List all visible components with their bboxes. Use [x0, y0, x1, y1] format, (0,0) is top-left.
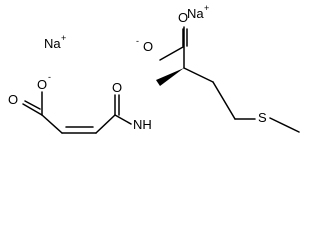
carbonyl-oxygen-alpha: O: [178, 10, 188, 25]
bond-carboxylate-c-o-minus: [159, 46, 184, 61]
sodium-ion-top: Na +: [187, 3, 209, 21]
carboxylate-group-beta: O - O: [8, 72, 51, 116]
carboxylate-oxygen-beta-charge: -: [48, 72, 51, 82]
carboxylate-group-alpha: O O -: [136, 10, 188, 69]
sulfur-atom: S: [258, 110, 267, 125]
amide-nitrogen: NH: [133, 117, 152, 132]
carbonyl-oxygen-beta: O: [8, 92, 18, 107]
sodium-ion-left-symbol: Na: [44, 36, 61, 51]
carboxylate-oxygen-beta: O: [37, 77, 47, 92]
bond-ca-cb: [183, 67, 214, 83]
bond-s-methyl: [269, 117, 300, 133]
bond-carbonyl-alkene: [95, 114, 116, 134]
stereo-wedge-bond: [156, 68, 184, 86]
sodium-ion-left: Na +: [44, 33, 66, 51]
bond-cb-cg: [212, 81, 236, 120]
carboxylate-oxygen-alpha: O: [143, 39, 153, 54]
methionine-side-chain: S: [183, 67, 300, 133]
sodium-ion-top-symbol: Na: [187, 6, 204, 21]
amide-oxygen: O: [112, 80, 122, 95]
sodium-ion-top-charge: +: [204, 3, 209, 13]
chemical-structure: Na + Na + O O - S NH O: [8, 3, 300, 134]
bond-n-carbonyl-c: [114, 114, 132, 125]
bond-carboxyl-o-double-beta-b: [24, 100, 41, 110]
bond-alkene-carboxyl: [41, 114, 63, 134]
sodium-ion-left-charge: +: [61, 33, 66, 43]
cis-alkene: [41, 114, 116, 134]
bond-carboxyl-o-double-beta-a: [22, 103, 43, 116]
carboxylate-oxygen-alpha-charge: -: [136, 36, 139, 46]
amide-carbonyl: O: [112, 80, 132, 125]
